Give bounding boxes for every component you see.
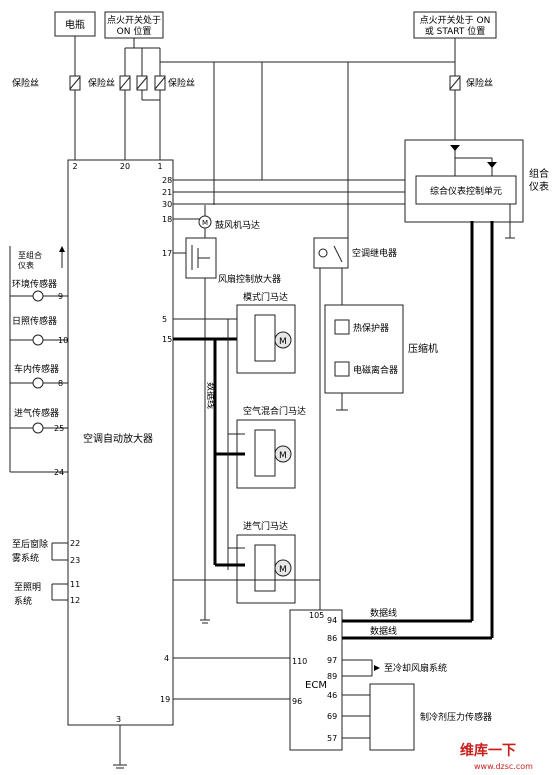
combo-control-unit: [415, 175, 517, 205]
blower-motor-label: 鼓风机马达: [215, 219, 260, 231]
amplifier-title: 空调自动放大器: [83, 432, 153, 445]
ecm-data-line-2-label: 数据线: [370, 625, 397, 637]
fuse-start-label: 保险丝: [466, 77, 493, 89]
combo-control-unit-label: 综合仪表控制单元: [430, 185, 502, 197]
pin-23: 23: [70, 556, 80, 565]
pin-9: 9: [58, 292, 63, 301]
pin-17: 17: [162, 249, 172, 258]
ac-auto-amplifier: [67, 159, 174, 726]
solar-sensor-label: 日照传感器: [12, 315, 57, 327]
fuse-ignition-1-label: 保险丝: [88, 77, 115, 89]
pin-15: 15: [162, 335, 172, 344]
ecm-data-line-1-label: 数据线: [370, 607, 397, 619]
pin-8: 8: [58, 379, 63, 388]
compressor-label: 压缩机: [408, 342, 438, 355]
mode-door-label: 模式门马达: [243, 291, 288, 303]
svg-text:M: M: [279, 565, 287, 575]
pin-22: 22: [70, 539, 80, 548]
magnetic-clutch: [334, 361, 350, 377]
lighting-label-1: 至照明: [14, 582, 41, 593]
pin-4: 4: [164, 654, 169, 663]
pin-28: 28: [162, 176, 172, 185]
to-combo-label-2: 仪表: [18, 260, 34, 270]
pin-21: 21: [162, 188, 172, 197]
mode-door-motor-symbol: [274, 331, 292, 349]
pin-2: 2: [72, 162, 77, 171]
pin-24: 24: [54, 468, 64, 477]
pin-1: 1: [157, 162, 162, 171]
ignition-start-label-2: 或 START 位置: [425, 25, 486, 37]
data-line-vertical-label: 数据线: [205, 382, 217, 409]
pin-20: 20: [120, 162, 130, 171]
pin-12: 12: [70, 596, 80, 605]
battery-label: 电瓶: [65, 18, 85, 31]
ecm-pin-110: 110: [292, 657, 307, 666]
fuse-battery-label: 保险丝: [12, 77, 39, 89]
battery-box: [54, 11, 96, 37]
thermal-protector-label: 热保护器: [353, 322, 389, 334]
pin-19: 19: [160, 695, 170, 704]
lighting-label-2: 系统: [14, 595, 32, 607]
svg-text:M: M: [279, 451, 287, 461]
ecm-pin-94: 94: [327, 616, 337, 625]
blower-motor-m: M: [202, 219, 208, 227]
pressure-sensor-label: 制冷剂压力传感器: [420, 711, 492, 723]
thermal-protector: [334, 319, 350, 335]
pin-11: 11: [70, 580, 80, 589]
ignition-on-label-1: 点火开关处于: [107, 14, 161, 26]
ignition-on-label-2: ON 位置: [117, 25, 152, 37]
ignition-on-box: [104, 11, 164, 39]
intake-door-label: 进气门马达: [243, 520, 288, 532]
ecm-pin-46: 46: [327, 691, 337, 700]
combo-meter-label-1: 组合: [529, 167, 549, 180]
pin-5: 5: [162, 315, 167, 324]
ambient-sensor-symbol: [32, 290, 44, 302]
svg-text:M: M: [279, 337, 287, 347]
solar-sensor-symbol: [32, 334, 44, 346]
ecm-label: ECM: [305, 680, 327, 691]
combo-meter-label-2: 仪表: [529, 180, 549, 193]
to-combo-label-1: 至组合: [18, 250, 42, 260]
blower-motor-symbol: [198, 215, 212, 229]
rear-defog-label-1: 至后窗除: [12, 538, 48, 550]
compressor: [324, 304, 404, 394]
incar-sensor-symbol: [32, 377, 44, 389]
ecm-pin-57: 57: [327, 734, 337, 743]
cooling-fan-label: 至冷却风扇系统: [384, 662, 447, 674]
pin-10: 10: [58, 336, 68, 345]
ignition-start-label-1: 点火开关处于 ON: [420, 14, 491, 26]
air-mix-motor-symbol: [274, 445, 292, 463]
ecm-pin-96: 96: [292, 697, 302, 706]
intake-sensor-symbol: [32, 422, 44, 434]
pin-30: 30: [162, 200, 172, 209]
intake-motor-symbol: [274, 559, 292, 577]
ecm-pin-69: 69: [327, 712, 337, 721]
ecm-pin-89: 89: [327, 672, 337, 681]
watermark-url: www.dzsc.com: [474, 762, 533, 771]
ecm-pin-105: 105: [309, 611, 324, 620]
intake-sensor-label: 进气传感器: [14, 407, 59, 419]
magnetic-clutch-label: 电磁离合器: [353, 364, 398, 376]
pin-18: 18: [162, 215, 172, 224]
ac-relay-label: 空调继电器: [352, 247, 397, 259]
pin-25: 25: [54, 424, 64, 433]
ambient-sensor-label: 环境传感器: [12, 278, 57, 290]
refrigerant-pressure-sensor: [369, 683, 415, 751]
ecm: [289, 609, 343, 751]
fuse-ignition-3-label: 保险丝: [168, 77, 195, 89]
fan-amp-label: 风扇控制放大器: [218, 273, 281, 285]
watermark-brand: 维库一下: [460, 742, 516, 759]
rear-defog-label-2: 雾系统: [12, 552, 39, 564]
incar-sensor-label: 车内传感器: [14, 363, 59, 375]
mix-door-label: 空气混合门马达: [243, 405, 306, 417]
ecm-pin-86: 86: [327, 634, 337, 643]
pin-3: 3: [116, 715, 121, 724]
ecm-pin-97: 97: [327, 656, 337, 665]
